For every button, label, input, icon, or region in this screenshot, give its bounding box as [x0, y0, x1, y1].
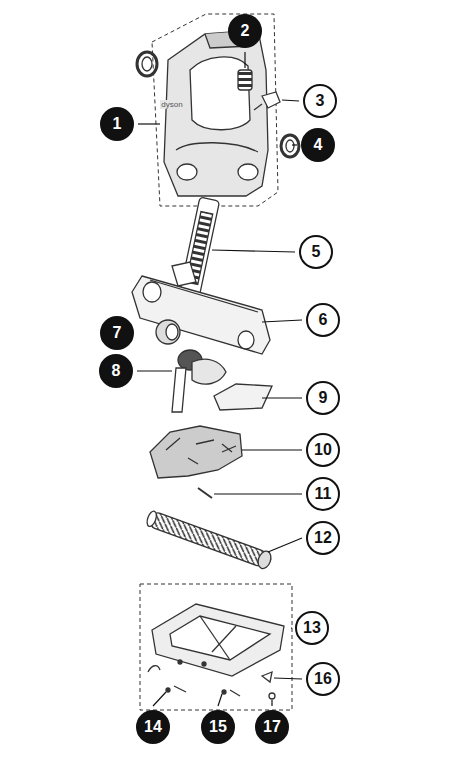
callout-number: 10 — [306, 433, 340, 467]
callout-number: 15 — [201, 710, 235, 744]
callout-number: 17 — [255, 710, 289, 744]
callout-number: 8 — [99, 354, 133, 388]
callout-number: 1 — [100, 107, 134, 141]
callout-number: 14 — [136, 710, 170, 744]
callout-number: 3 — [303, 84, 337, 118]
callout-number: 16 — [306, 662, 340, 696]
brand-mark: dyson — [160, 100, 183, 109]
callout-number: 9 — [306, 381, 340, 415]
callout-number: 5 — [299, 235, 333, 269]
callout-number: 2 — [228, 14, 262, 48]
callout-number: 7 — [100, 316, 134, 350]
callout-number: 6 — [306, 303, 340, 337]
callout-number: 12 — [306, 521, 340, 555]
callout-number: 4 — [301, 128, 335, 162]
callout-number: 13 — [295, 611, 329, 645]
callout-number: 11 — [306, 477, 340, 511]
